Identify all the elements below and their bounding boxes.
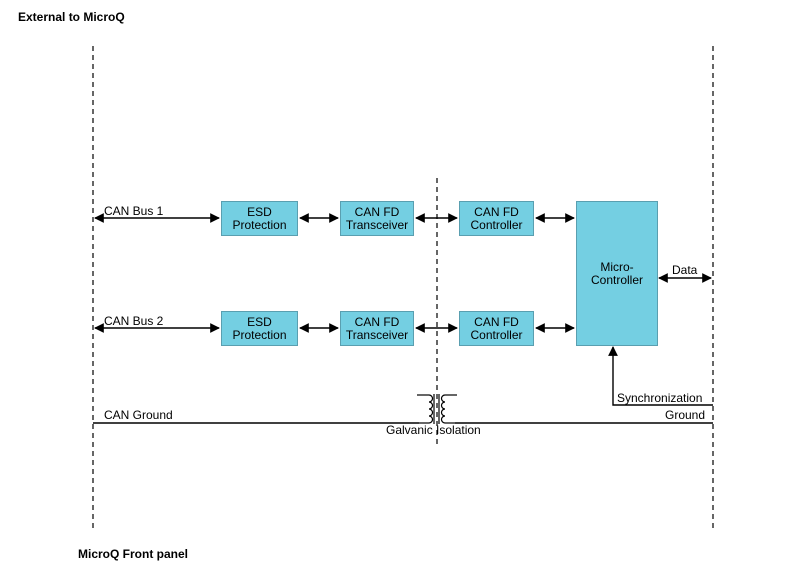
can-fd-controller-block-1: CAN FD Controller (459, 201, 534, 236)
esd-protection-1-label: ESD Protection (232, 204, 287, 232)
can-fd-transceiver-1-label: CAN FD Transceiver (345, 204, 409, 232)
can-fd-transceiver-block-2: CAN FD Transceiver (340, 311, 414, 346)
esd-protection-2-label: ESD Protection (232, 314, 287, 342)
ground-label: Ground (665, 408, 706, 422)
can-fd-controller-1-label: CAN FD Controller (470, 204, 523, 232)
can-fd-controller-2-label: CAN FD Controller (470, 314, 523, 342)
synchronization-arrow (608, 346, 713, 406)
galvanic-isolation-label: Galvanic Isolation (386, 423, 481, 437)
transformer-icon (417, 394, 457, 424)
can-fd-transceiver-2-label: CAN FD Transceiver (345, 314, 409, 342)
esd-protection-block-1: ESD Protection (221, 201, 298, 236)
bottom-heading: MicroQ Front panel (78, 547, 189, 561)
can-fd-transceiver-block-1: CAN FD Transceiver (340, 201, 414, 236)
micro-controller-block: Micro- Controller (576, 201, 658, 346)
can-fd-controller-block-2: CAN FD Controller (459, 311, 534, 346)
micro-controller-label: Micro- Controller (590, 259, 644, 287)
esd-protection-block-2: ESD Protection (221, 311, 298, 346)
can-bus-1-label: CAN Bus 1 (104, 204, 164, 218)
top-heading: External to MicroQ (18, 10, 125, 24)
can-ground-label: CAN Ground (104, 408, 173, 422)
data-label: Data (672, 263, 698, 277)
can-bus-2-label: CAN Bus 2 (104, 314, 164, 328)
synchronization-label: Synchronization (617, 391, 703, 405)
